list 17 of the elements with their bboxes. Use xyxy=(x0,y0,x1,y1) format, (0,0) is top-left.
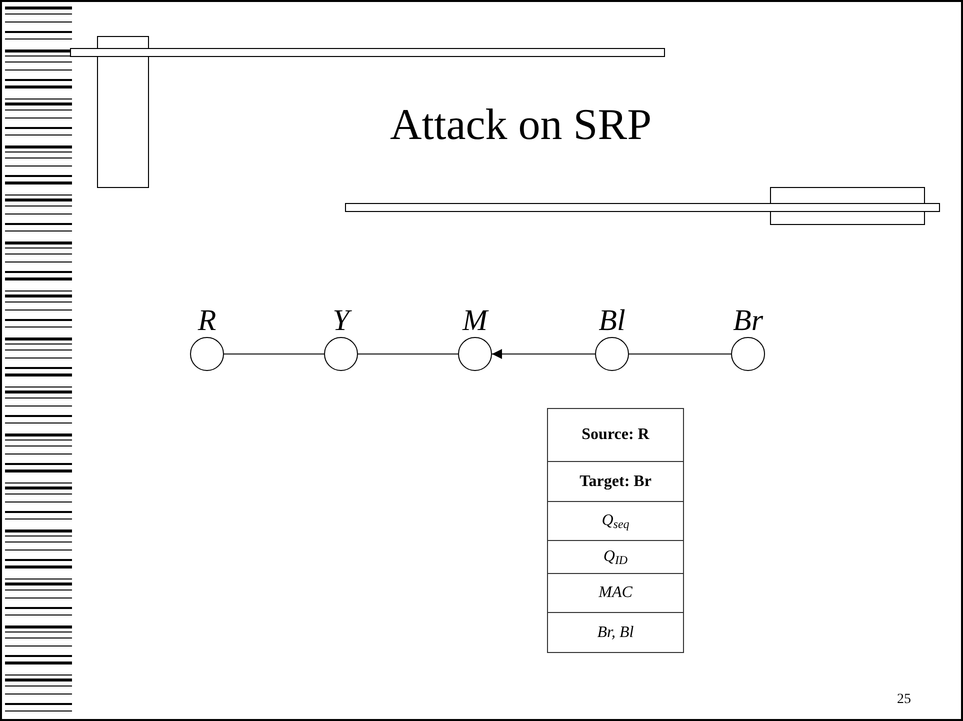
node-label: Y xyxy=(301,306,381,336)
slide-title: Attack on SRP xyxy=(390,103,652,147)
table-field: Br, Bl xyxy=(597,621,634,645)
connector-line xyxy=(224,353,324,355)
node-label: M xyxy=(461,306,490,336)
connector-line xyxy=(629,353,731,355)
table-field: Source: R xyxy=(582,423,650,447)
table-field: Q$_{ID}$ xyxy=(603,545,628,569)
table-field: Q$_{seq}$ xyxy=(602,509,630,533)
table-field: Target: Br xyxy=(580,470,652,494)
node-label: Br xyxy=(732,306,764,336)
table-field: MAC xyxy=(598,581,632,605)
page-number: 25 xyxy=(897,691,911,709)
arrow xyxy=(492,349,595,359)
connector-line xyxy=(358,353,458,355)
node-label: Bl xyxy=(598,306,626,336)
node-label: R xyxy=(196,306,218,336)
